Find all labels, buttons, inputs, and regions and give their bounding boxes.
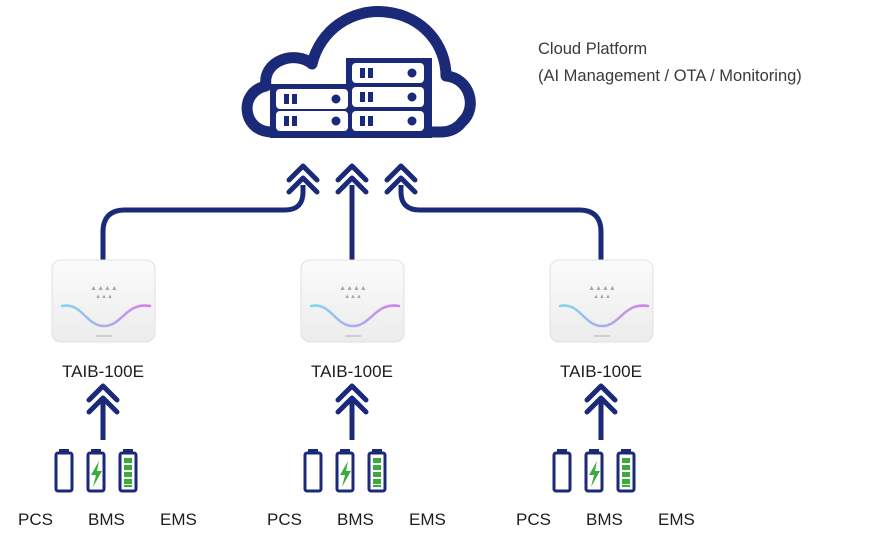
cloud-subtitle: (AI Management / OTA / Monitoring) (538, 67, 802, 85)
battery-group-1 (54, 447, 138, 493)
ems-label-2: EMS (409, 510, 446, 529)
battery-group-3 (552, 447, 636, 493)
battery-group-2 (303, 447, 387, 493)
pcs-label-1: PCS (18, 510, 53, 529)
connectors (100, 185, 604, 260)
bms-label-2: BMS (337, 510, 374, 529)
device-1-image (50, 258, 157, 344)
device-1-name: TAIB-100E (62, 362, 144, 381)
connector-right (398, 185, 604, 260)
device-3-name: TAIB-100E (560, 362, 642, 381)
connector-left (100, 185, 306, 260)
device-2-image (299, 258, 406, 344)
device-3-image (548, 258, 655, 344)
cloud-server-icon (241, 6, 476, 138)
cloud-title: Cloud Platform (538, 40, 648, 58)
ems-label-3: EMS (658, 510, 695, 529)
bms-label-1: BMS (88, 510, 125, 529)
device-2-name: TAIB-100E (311, 362, 393, 381)
pcs-label-2: PCS (267, 510, 302, 529)
ems-label-1: EMS (160, 510, 197, 529)
bms-label-3: BMS (586, 510, 623, 529)
cloud-platform-label: Cloud Platform (AI Management / OTA / Mo… (538, 36, 802, 90)
pcs-label-3: PCS (516, 510, 551, 529)
